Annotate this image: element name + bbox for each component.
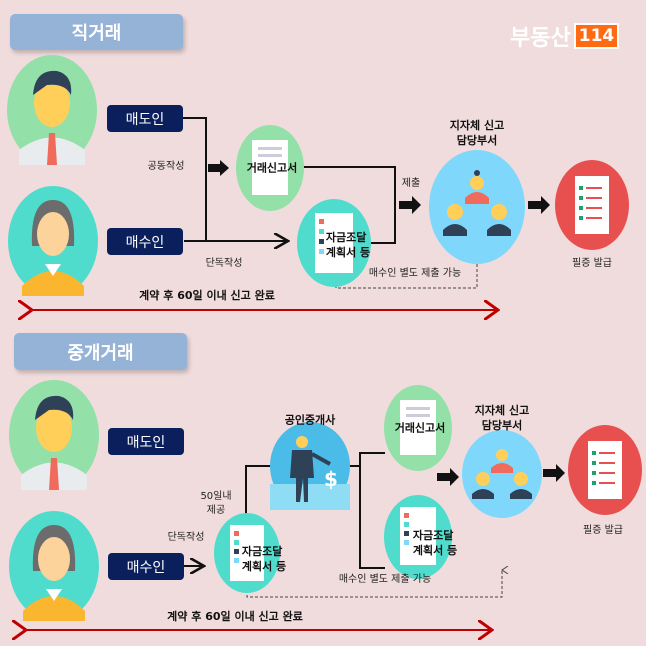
report-form-label: 거래신고서 xyxy=(394,421,446,435)
broker-dollar-icon: $ xyxy=(270,436,350,510)
provide-line1: 50일내 xyxy=(200,491,232,502)
woman-icon xyxy=(22,200,84,296)
office-circle xyxy=(462,430,542,518)
certificate-document-icon xyxy=(588,441,622,499)
seller-label: 매도인 xyxy=(108,428,184,455)
office-line1: 지자체 신고 xyxy=(449,119,505,132)
joint-write-label: 공동작성 xyxy=(147,161,185,172)
funding-line1: 자금조달 xyxy=(241,545,283,558)
checklist-document-icon xyxy=(315,213,353,273)
arrow-icon xyxy=(208,160,229,176)
section-title-direct: 직거래 xyxy=(10,14,183,50)
man-icon xyxy=(19,70,85,165)
issue-label: 필증 발급 xyxy=(583,525,623,536)
team-icon xyxy=(472,449,532,499)
funding-plan-circle xyxy=(214,513,280,593)
checklist-document-icon xyxy=(400,507,436,565)
funding-line2: 계획서 등 xyxy=(241,560,287,573)
deadline-label: 계약 후 60일 이내 신고 완료 xyxy=(139,289,275,302)
arrow-icon xyxy=(399,196,421,214)
logo: 부동산 114 xyxy=(510,20,620,52)
team-icon xyxy=(443,170,511,236)
arrow-icon xyxy=(437,468,459,486)
certificate-document-icon xyxy=(575,176,609,234)
woman-icon xyxy=(23,525,85,621)
section-title-broker: 중개거래 xyxy=(14,333,187,370)
office-line1: 지자체 신고 xyxy=(474,404,530,417)
office-line2: 담당부서 xyxy=(456,134,498,147)
solo-write-label: 단독작성 xyxy=(205,258,243,269)
document-icon xyxy=(252,140,288,195)
separate-submit-label: 매수인 별도 제출 가능 xyxy=(368,268,462,279)
office-line2: 담당부서 xyxy=(481,419,523,432)
seller-avatar xyxy=(9,380,99,490)
funding-line1: 자금조달 xyxy=(412,529,454,542)
certificate-circle xyxy=(555,160,629,250)
buyer-avatar xyxy=(8,186,98,296)
document-icon xyxy=(400,400,436,455)
funding-line2: 계획서 등 xyxy=(412,544,458,557)
seller-label: 매도인 xyxy=(107,105,183,132)
checklist-document-icon xyxy=(230,525,264,581)
report-form-circle xyxy=(384,385,452,471)
report-form-label: 거래신고서 xyxy=(246,161,298,175)
arrow-icon xyxy=(528,196,550,214)
provide-line2: 제공 xyxy=(206,505,226,516)
submit-label: 제출 xyxy=(401,178,421,189)
buyer-label: 매수인 xyxy=(107,228,183,255)
seller-avatar xyxy=(7,55,97,165)
deadline-label: 계약 후 60일 이내 신고 완료 xyxy=(167,610,303,623)
logo-text: 부동산 xyxy=(510,26,571,51)
arrow-icon xyxy=(543,464,565,482)
man-icon xyxy=(21,395,87,490)
office-circle xyxy=(429,150,525,264)
agent-label: 공인중개사 xyxy=(284,413,336,427)
report-form-circle xyxy=(236,125,304,211)
solo-write-label: 단독작성 xyxy=(167,532,205,543)
separate-submit-label: 매수인 별도 제출 가능 xyxy=(338,574,432,585)
issue-label: 필증 발급 xyxy=(572,258,612,269)
funding-plan-circle xyxy=(384,495,452,579)
buyer-avatar xyxy=(9,511,99,621)
funding-line1: 자금조달 xyxy=(325,231,367,244)
funding-line2: 계획서 등 xyxy=(325,246,371,259)
agent-circle: $ xyxy=(270,422,350,510)
funding-plan-circle xyxy=(297,199,371,287)
logo-number: 114 xyxy=(573,23,620,49)
certificate-circle xyxy=(568,425,642,515)
svg-text:$: $ xyxy=(324,467,338,491)
buyer-label: 매수인 xyxy=(108,553,184,580)
